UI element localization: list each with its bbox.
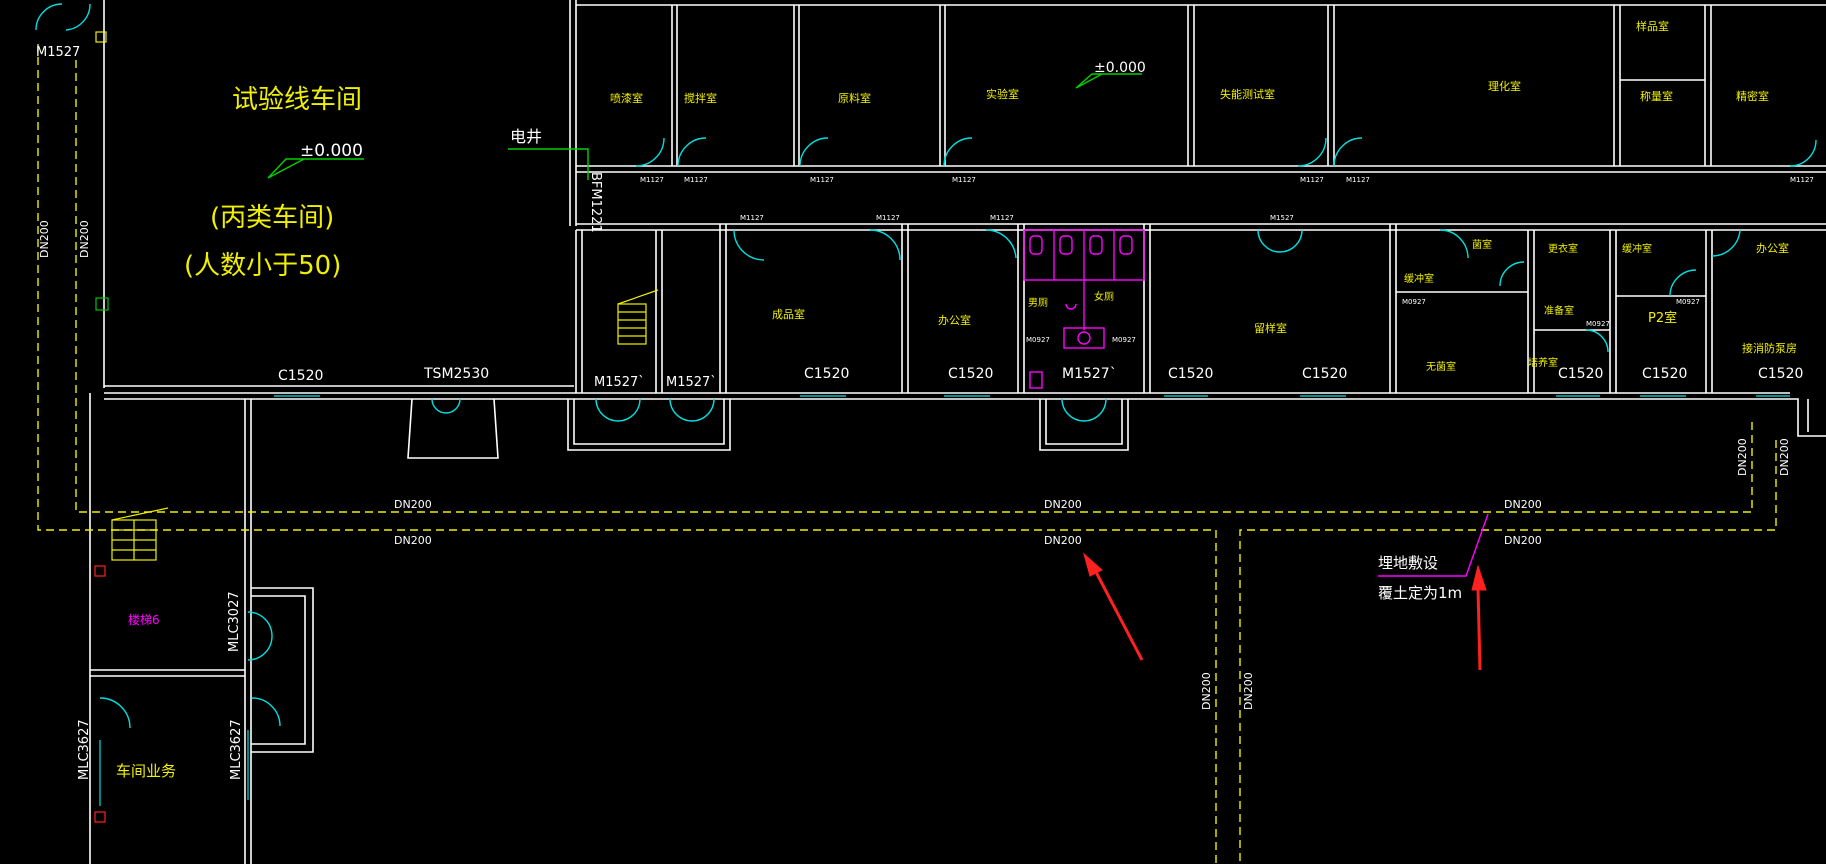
door-tag-small: M1127 — [684, 176, 708, 184]
room-label: 菌室 — [1472, 238, 1492, 251]
window-tag: C1520 — [1168, 366, 1213, 382]
pipe-tag: DN200 — [1044, 498, 1082, 511]
pipe-tag: DN200 — [394, 534, 432, 547]
red-arrows — [1083, 552, 1487, 671]
room-label: 搅拌室 — [684, 91, 717, 105]
door-tag-small: M1127 — [1346, 176, 1370, 184]
burial-note-line1: 埋地敷设 — [1378, 554, 1438, 572]
room-label: 样品室 — [1636, 19, 1669, 33]
door-tag-small: M1127 — [810, 176, 834, 184]
pipe-tag: DN200 — [1504, 534, 1542, 547]
column-markers — [95, 31, 109, 311]
tsm-tag: TSM2530 — [423, 366, 489, 382]
pipe-tag: DN200 — [1736, 438, 1749, 476]
door-tag-small: M0927 — [1112, 336, 1136, 344]
window-tag: C1520 — [1642, 366, 1687, 382]
window-tag: C1520 — [948, 366, 993, 382]
elevation-marks — [267, 73, 1142, 180]
room-label: 成品室 — [772, 307, 805, 321]
door-tag-mlc: MLC3627 — [77, 719, 92, 780]
pipe-tag: DN200 — [394, 498, 432, 511]
room-label: 女厕 — [1094, 290, 1114, 303]
room-label: 实验室 — [986, 87, 1019, 101]
room-label: 理化室 — [1488, 79, 1521, 93]
room-label: 车间业务 — [116, 762, 176, 780]
door-tag: M1527` — [666, 375, 717, 390]
door-hinge-markers — [94, 565, 106, 823]
burial-note-line2: 覆土定为1m — [1378, 584, 1462, 602]
elevation-upper: ±0.000 — [1094, 60, 1146, 76]
pipe-tag: DN200 — [1200, 672, 1213, 710]
door-tag-top-left: M1527 — [36, 45, 80, 60]
room-label: 失能测试室 — [1220, 87, 1275, 101]
pipe-tag: DN200 — [1778, 438, 1791, 476]
window-tag: C1520 — [1558, 366, 1603, 382]
room-label: P2室 — [1648, 310, 1677, 326]
door-tag-small: M1527 — [1270, 214, 1294, 222]
workshop-title: 试验线车间 — [232, 85, 362, 115]
door-tag-small: M0927 — [1402, 298, 1426, 306]
door-tag-mlc: MLC3027 — [227, 591, 242, 652]
pipe-tag: DN200 — [78, 220, 91, 258]
door-tag-small: M1127 — [990, 214, 1014, 222]
room-label: 办公室 — [938, 313, 971, 327]
pipes — [37, 44, 1777, 864]
door-tag-small: M0927 — [1586, 320, 1610, 328]
window-tag: C1520 — [804, 366, 849, 382]
door-tag: M1527` — [1062, 366, 1117, 382]
door-tag-small: M1127 — [952, 176, 976, 184]
door-tag-small: M0927 — [1026, 336, 1050, 344]
door-tag: M1527` — [594, 375, 645, 390]
elevation-main: ±0.000 — [300, 141, 363, 161]
doors — [35, 3, 1817, 729]
stair-label: 楼梯6 — [128, 612, 160, 627]
pipe-tag: DN200 — [1504, 498, 1542, 511]
room-label: 更衣室 — [1548, 242, 1578, 255]
door-tag-mlc: MLC3627 — [229, 719, 244, 780]
room-label: 原料室 — [838, 91, 871, 105]
room-label: 喷漆室 — [610, 91, 643, 105]
electric-shaft-label: 电井 — [510, 127, 542, 146]
room-label: 缓冲室 — [1404, 272, 1434, 285]
room-label: 无菌室 — [1426, 360, 1456, 373]
room-label: 缓冲室 — [1622, 242, 1652, 255]
workshop-class: (丙类车间) — [210, 203, 334, 233]
stairs — [111, 289, 659, 561]
door-tag-small: M0927 — [1676, 298, 1700, 306]
room-label: 男厕 — [1028, 297, 1048, 309]
pipe-tag: DN200 — [1242, 672, 1255, 710]
annotation-leader — [1378, 513, 1489, 577]
room-label: 准备室 — [1544, 304, 1574, 317]
door-tag-small: M1127 — [876, 214, 900, 222]
room-label: 称量室 — [1640, 89, 1673, 103]
room-label: 精密室 — [1736, 89, 1769, 103]
window-tag: C1520 — [1302, 366, 1347, 382]
door-tag-small: M1127 — [1790, 176, 1814, 184]
window-tag: C1520 — [1758, 366, 1803, 382]
pipe-tag: DN200 — [1044, 534, 1082, 547]
pipe-tag: DN200 — [38, 220, 51, 258]
room-label: 留样室 — [1254, 321, 1287, 335]
room-label: 办公室 — [1756, 241, 1789, 255]
toilet-fixtures — [1023, 229, 1145, 389]
door-tag-small: M1127 — [1300, 176, 1324, 184]
door-tag-small: M1127 — [740, 214, 764, 222]
door-tag-bfm: BFM1221 — [588, 172, 603, 233]
walls — [89, 0, 1826, 864]
window-tag: C1520 — [278, 368, 323, 384]
room-label: 培养室 — [1528, 356, 1558, 369]
windows — [99, 395, 1790, 806]
door-tag-small: M1127 — [640, 176, 664, 184]
workshop-people: (人数小于50) — [184, 251, 341, 281]
room-label: 接消防泵房 — [1742, 341, 1797, 355]
